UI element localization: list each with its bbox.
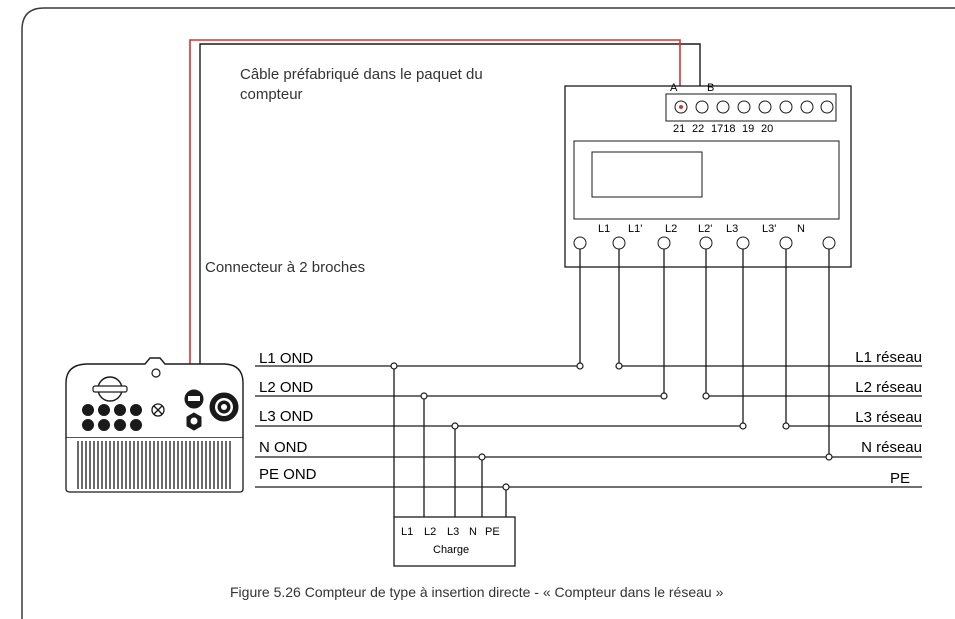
load-terminal-l3: L3 [447,526,459,538]
label-l2-grid: L2 réseau [855,379,922,396]
load-terminal-l2: L2 [424,526,436,538]
meter-label-l3: L3 [726,223,738,235]
junction-nodes [390,362,833,491]
meter-terminal-l2p [699,236,713,250]
label-pe-ond: PE OND [259,466,317,483]
energy-meter: A B 21 22 1718 19 20 L1 L1' L2 L2' L3 L3… [564,82,852,268]
load-taps [393,366,507,517]
terminal-number-20: 20 [761,123,773,135]
terminal-letter-b: B [707,82,714,94]
comm-cable-black [199,43,701,395]
inverter-ac-connector [209,392,239,422]
terminal-hole-x2 [820,100,834,114]
load-label: Charge [433,544,469,556]
terminal-hole-22 [695,100,709,114]
terminal-hole-19 [758,100,772,114]
terminal-number-1718: 1718 [711,123,735,135]
figure-caption: Figure 5.26 Compteur de type à insertion… [230,584,724,600]
comm-red-endpoint [679,105,683,109]
meter-terminal-l3 [736,236,750,250]
meter-terminal-n [822,236,836,250]
meter-label-n: N [797,223,805,235]
terminal-hole-17 [716,100,730,114]
meter-terminal-l3p [779,236,793,250]
label-l3-grid: L3 réseau [855,409,922,426]
meter-display-screen [591,151,703,198]
meter-terminal-l2 [657,236,671,250]
load-box: L1 L2 L3 N PE Charge [393,516,516,567]
inverter-heatsink [65,438,244,493]
meter-drops [579,249,830,457]
load-terminal-pe: PE [485,526,500,538]
terminal-hole-x1 [800,100,814,114]
bus-lines [255,365,922,488]
inverter-top-hole [151,368,161,378]
inverter [65,357,244,493]
load-terminal-l1: L1 [401,526,413,538]
inverter-comm-port [184,389,204,409]
comm-cable-red [189,39,681,395]
label-l2-ond: L2 OND [259,379,313,396]
meter-label-l1p: L1' [628,223,642,235]
label-l1-ond: L1 OND [259,350,313,367]
meter-terminal-l1 [573,236,587,250]
inverter-dc-connectors [82,404,142,431]
terminal-number-22: 22 [692,123,704,135]
terminal-hole-20 [779,100,793,114]
meter-top-terminals [674,100,834,114]
label-pe-grid: PE [890,470,910,487]
inverter-ac-gland [186,412,202,431]
meter-label-l2: L2 [665,223,677,235]
label-l3-ond: L3 OND [259,408,313,425]
terminal-letter-a: A [670,82,678,94]
label-n-grid: N réseau [861,439,922,456]
label-n-ond: N OND [259,439,308,456]
terminal-hole-18 [737,100,751,114]
connector-label: Connecteur à 2 broches [205,259,365,276]
diagram-frame [21,7,955,619]
terminal-number-19: 19 [742,123,754,135]
cable-label-line2: compteur [240,86,303,103]
label-l1-grid: L1 réseau [855,349,922,366]
terminal-number-21: 21 [673,123,685,135]
inverter-dc-switch [92,376,128,402]
meter-label-l3p: L3' [762,223,776,235]
meter-display-frame [573,140,840,220]
inverter-vent [151,403,165,417]
load-terminal-n: N [469,526,477,538]
meter-terminal-l1p [612,236,626,250]
meter-label-l2p: L2' [698,223,712,235]
load-box-outline [393,516,516,567]
cable-label-line1: Câble préfabriqué dans le paquet du [240,66,483,83]
meter-label-l1: L1 [598,223,610,235]
